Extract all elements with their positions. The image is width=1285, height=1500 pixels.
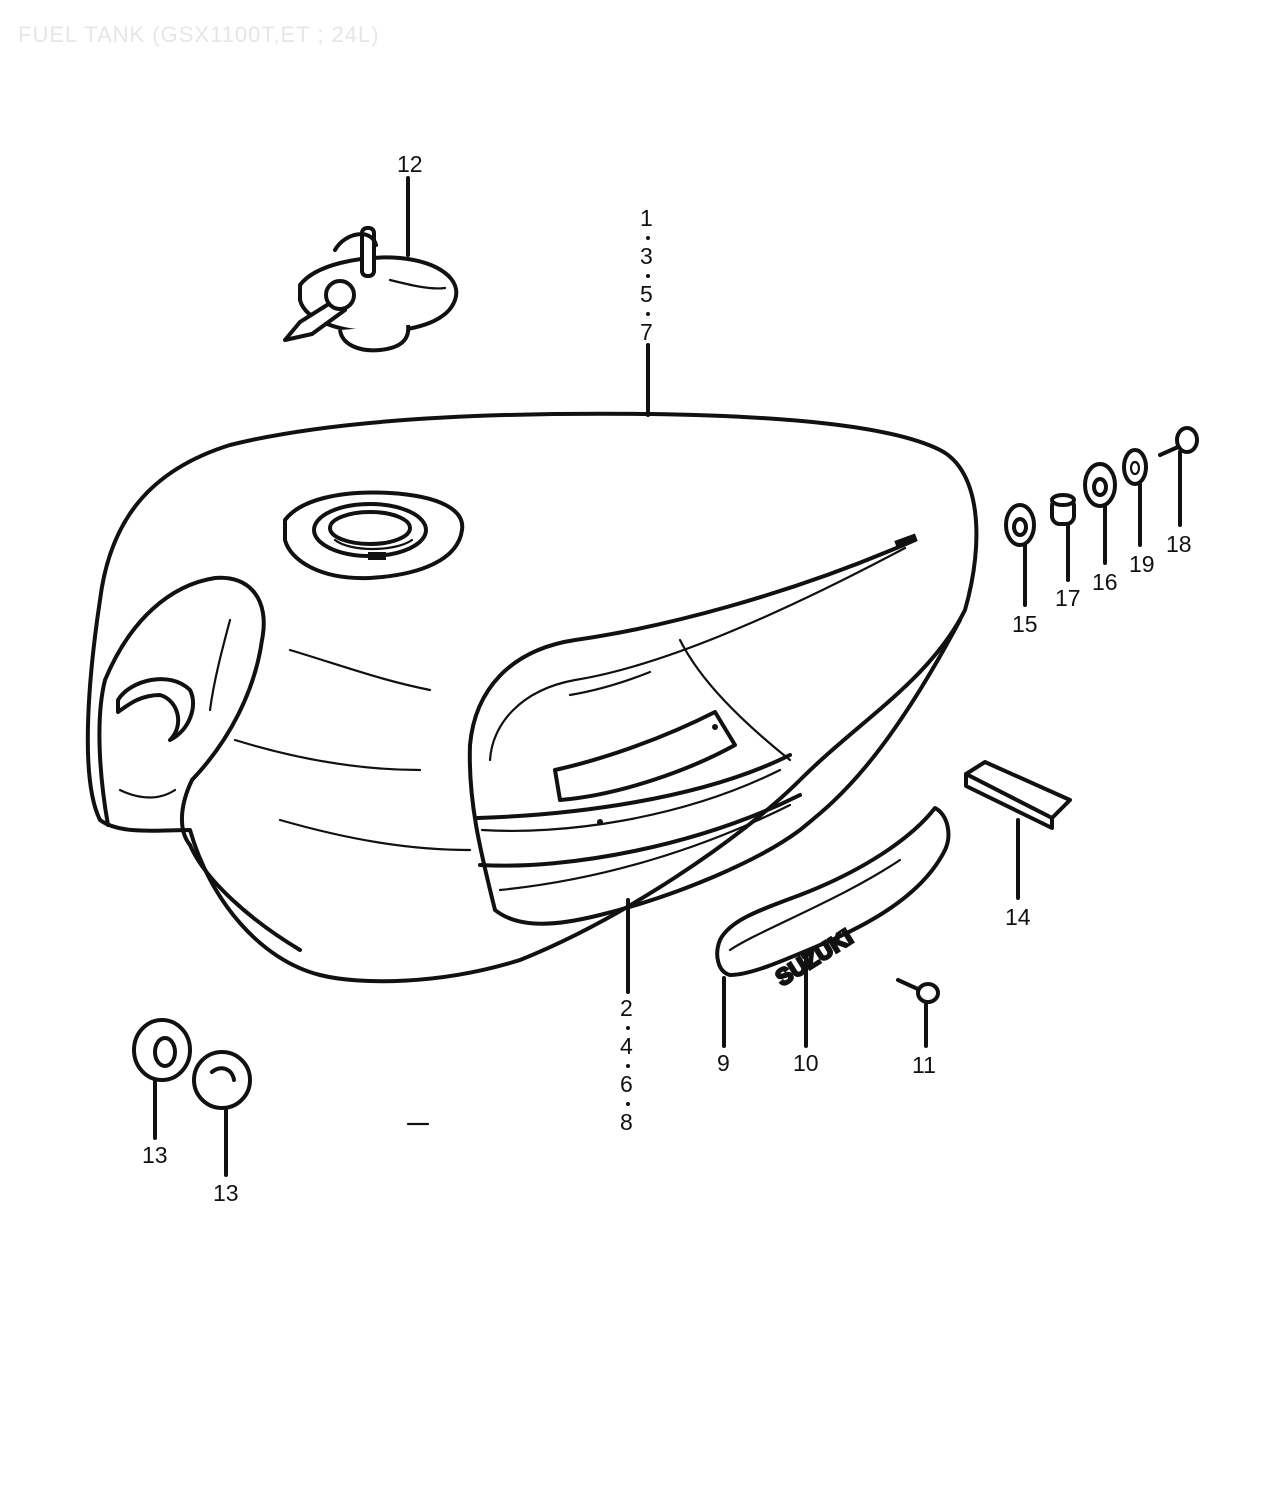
collar-17[interactable] [1050,493,1076,526]
cushion-13a[interactable] [132,1018,192,1082]
leader-lines [153,176,1182,1177]
callout-12: 12 [397,151,423,177]
cushion-13b[interactable] [192,1050,252,1110]
bolt-18[interactable] [1158,426,1199,457]
diagram-title: FUEL TANK (GSX1100T,ET ; 24L) [18,22,380,47]
callout-1: 1 [640,205,653,231]
callout-10: 10 [793,1050,819,1076]
callout-18: 18 [1166,531,1192,557]
fuel-tank[interactable] [85,411,979,984]
callout-7: 7 [640,319,653,345]
callout-2: 2 [620,995,633,1021]
suzuki-emblem[interactable]: SUZUKI [715,806,951,992]
callout-13b: 13 [213,1180,239,1206]
callout-3: 3 [640,243,653,269]
callout-19: 19 [1129,551,1155,577]
washer-19[interactable] [1122,448,1148,486]
callout-6: 6 [620,1071,633,1097]
cushion-16[interactable] [1083,462,1117,508]
emblem-screw[interactable] [896,978,940,1004]
callout-13a: 13 [142,1142,168,1168]
callout-14: 14 [1005,904,1031,930]
callout-5: 5 [640,281,653,307]
callout-17: 17 [1055,585,1081,611]
rubber-pad[interactable] [964,760,1072,830]
fuel-cap-with-key[interactable] [283,226,459,353]
callout-15: 15 [1012,611,1038,637]
callout-4: 4 [620,1033,633,1059]
callout-16: 16 [1092,569,1118,595]
callout-11: 11 [912,1052,936,1078]
cushion-15[interactable] [1004,503,1036,547]
callout-group-tank-top: 1 3 5 7 [640,205,653,345]
callout-9: 9 [717,1050,730,1076]
callout-group-tank-bottom: 2 4 6 8 [620,995,633,1135]
callout-8: 8 [620,1109,633,1135]
